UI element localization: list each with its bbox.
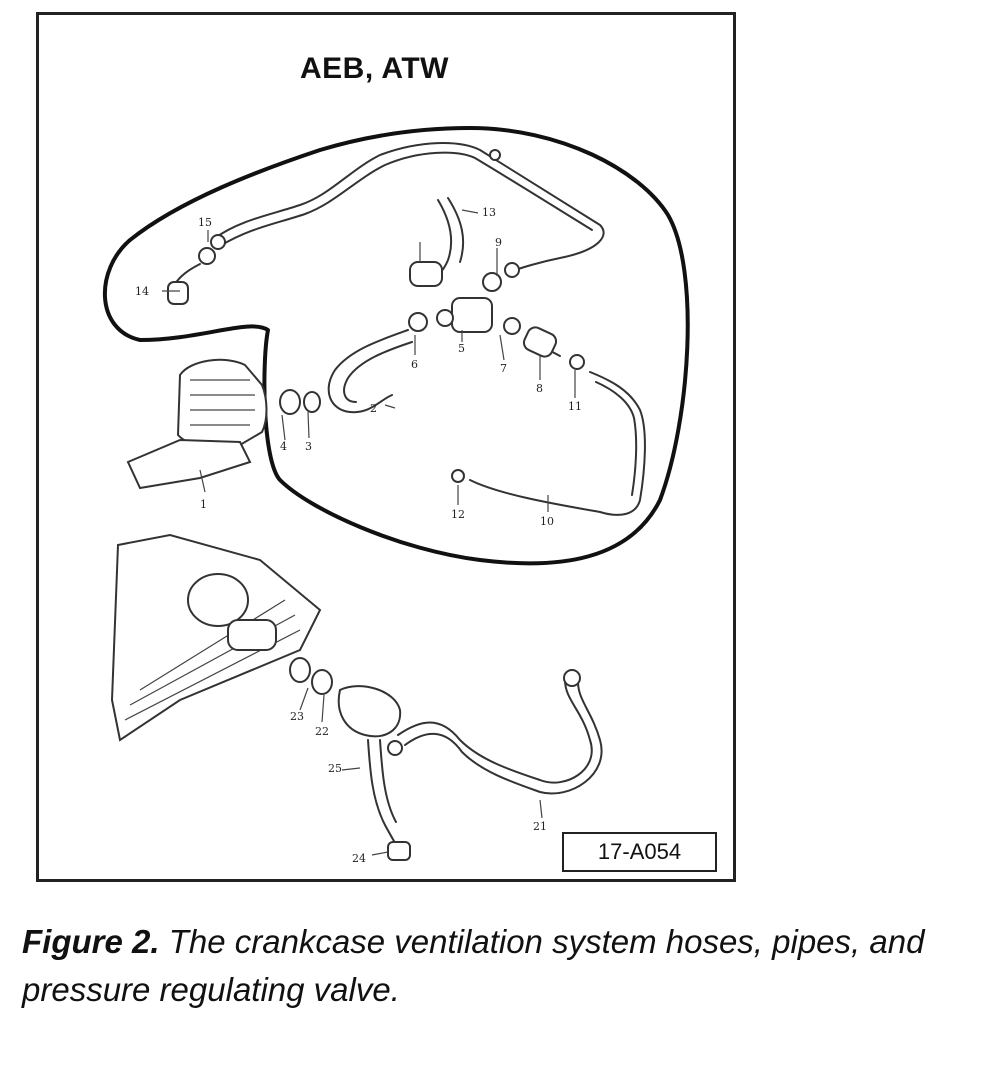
- caption-text: The crankcase ventilation system hoses, …: [22, 923, 925, 1008]
- callout-13: 13: [482, 206, 496, 219]
- hose-clamp-icon: [504, 262, 520, 278]
- callout-12: 12: [451, 508, 465, 521]
- callout-22: 22: [315, 725, 329, 738]
- elbow-connector-icon: [167, 281, 189, 305]
- pcv-valve-icon: [337, 685, 402, 738]
- callout-3: 3: [305, 440, 312, 453]
- callout-9: 9: [495, 236, 502, 249]
- callout-24: 24: [352, 852, 366, 865]
- reference-code: 17-A054: [562, 832, 717, 872]
- callout-1: 1: [200, 498, 207, 511]
- callout-15: 15: [198, 216, 212, 229]
- callout-11: 11: [568, 400, 582, 413]
- oil-separator-icon: [176, 358, 268, 449]
- pressure-regulating-valve-icon: [451, 297, 493, 333]
- hose-clamp-icon: [210, 234, 226, 250]
- callout-6: 6: [411, 358, 418, 371]
- diagram-title: AEB, ATW: [300, 52, 449, 85]
- callout-4: 4: [280, 440, 287, 453]
- parts-diagram: 1 2 3 4 5 6 7 8 9 10 11 12 13 14 15 21 2…: [102, 126, 690, 865]
- callout-14: 14: [135, 285, 149, 298]
- assembly-outline: [102, 126, 690, 566]
- caption-label: Figure 2.: [22, 923, 160, 960]
- callout-10: 10: [540, 515, 554, 528]
- callout-5: 5: [458, 342, 465, 355]
- callout-21: 21: [533, 820, 547, 833]
- callout-2: 2: [370, 402, 377, 415]
- callout-25: 25: [328, 762, 342, 775]
- figure-frame: [36, 12, 736, 882]
- callout-8: 8: [536, 382, 543, 395]
- mounting-bracket-icon: [126, 438, 252, 490]
- intake-manifold-icon: [110, 533, 322, 742]
- callout-23: 23: [290, 710, 304, 723]
- callout-7: 7: [500, 362, 507, 375]
- hose-clamp-icon: [198, 247, 216, 265]
- figure-caption: Figure 2. The crankcase ventilation syst…: [22, 918, 972, 1014]
- upper-hose: [214, 142, 605, 273]
- hose-fitting-icon: [409, 261, 443, 287]
- hose-clamp-icon: [489, 149, 501, 161]
- end-cap-icon: [451, 469, 465, 483]
